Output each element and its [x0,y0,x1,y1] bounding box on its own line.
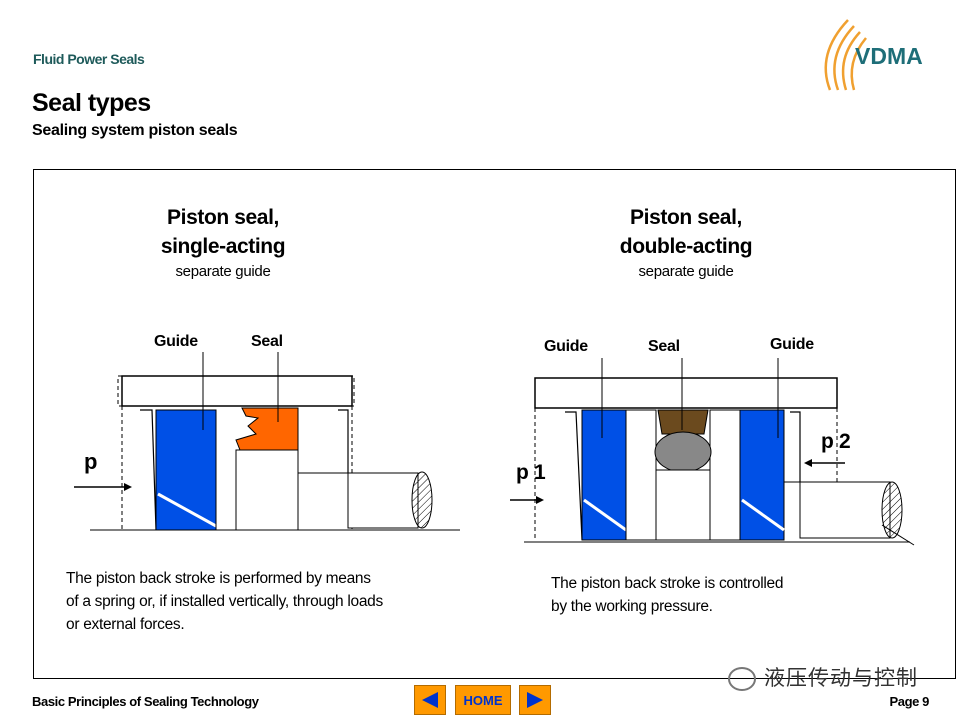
seal-cap [657,409,709,435]
right-guide-left-label: Guide [544,338,588,355]
prev-page-button[interactable] [414,685,446,715]
guide-ring-right [739,409,785,541]
right-panel-title: Piston seal, double-acting [586,203,786,261]
right-description: The piston back stroke is controlled by … [551,575,784,615]
cylinder-housing [121,375,353,407]
p2-label: p 2 [821,430,851,453]
page-title: Seal types [32,89,151,117]
cylinder-housing-right [534,377,838,409]
right-guide-right-label: Guide [770,336,814,353]
piston-rod [347,472,419,529]
home-button[interactable]: HOME [455,685,511,715]
arrow-left-icon [422,692,438,708]
right-title-line1: Piston seal, [630,206,742,229]
page-number: Page 9 [889,694,929,709]
vdma-logo: VDMA [808,14,943,98]
left-panel-title: Piston seal, single-acting [123,203,323,261]
page-subtitle: Sealing system piston seals [32,122,238,139]
guide-ring [155,409,217,531]
content-frame [33,169,956,679]
arrow-right-icon [527,692,543,708]
left-seal-label: Seal [251,333,283,350]
vdma-logo-arcs: VDMA [824,19,923,91]
wechat-icon [728,667,756,692]
piston-rod-right [799,481,891,539]
right-title-line2: double-acting [619,235,753,258]
p1-label: p 1 [516,461,546,484]
footer-course-title: Basic Principles of Sealing Technology [32,694,259,709]
guide-ring-left [581,409,627,541]
right-seal-label: Seal [648,338,680,355]
double-acting-seal-diagram [510,358,915,546]
left-pressure-label: p [84,449,98,474]
left-title-line1: Piston seal, [167,206,279,229]
left-guide-label: Guide [154,333,198,350]
left-description: The piston back stroke is performed by m… [66,570,383,633]
o-ring [654,431,712,473]
single-acting-seal-diagram [74,352,460,531]
next-page-button[interactable] [519,685,551,715]
left-title-line2: single-acting [160,235,286,258]
left-panel-subtitle: separate guide [175,263,271,280]
section-tag: Fluid Power Seals [33,51,145,67]
seal-profile [235,407,299,451]
right-panel-subtitle: separate guide [638,263,734,280]
logo-text: VDMA [855,43,923,69]
watermark: 液压传动与控制 [728,662,918,692]
